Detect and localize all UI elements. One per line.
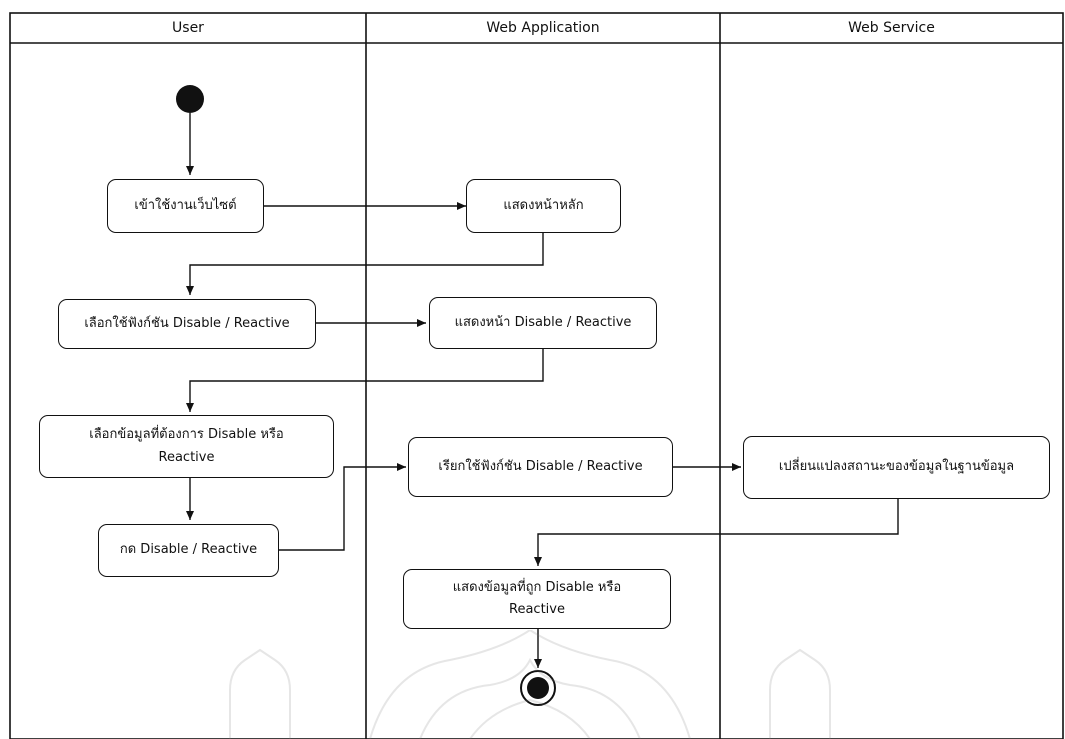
activity-change-status: เปลี่ยนแปลงสถานะของข้อมูลในฐานข้อมูล — [743, 436, 1050, 499]
activity-choose-function-label: เลือกใช้ฟังก์ชัน Disable / Reactive — [84, 315, 290, 331]
swimlane-frame — [9, 12, 1064, 739]
lane-header-web-service: Web Service — [848, 20, 935, 36]
activity-choose-function: เลือกใช้ฟังก์ชัน Disable / Reactive — [58, 299, 316, 349]
activity-show-result-label-2: Reactive — [509, 602, 565, 617]
activity-select-data: เลือกข้อมูลที่ต้องการ Disable หรือ React… — [39, 415, 334, 478]
activity-call-function: เรียกใช้ฟังก์ชัน Disable / Reactive — [408, 437, 673, 497]
activity-press-button: กด Disable / Reactive — [98, 524, 279, 577]
activity-show-page: แสดงหน้า Disable / Reactive — [429, 297, 657, 349]
flow-home-to-choose — [186, 233, 544, 295]
lane-header-user: User — [172, 20, 204, 36]
flow-showpage-to-select — [186, 349, 544, 412]
final-node — [527, 677, 549, 699]
activity-show-home: แสดงหน้าหลัก — [466, 179, 621, 233]
activity-show-page-label: แสดงหน้า Disable / Reactive — [454, 314, 632, 330]
watermark-emblem — [229, 630, 831, 739]
activity-press-button-label: กด Disable / Reactive — [119, 542, 258, 558]
activity-enter-website: เข้าใช้งานเว็บไซต์ — [107, 179, 264, 233]
activity-call-function-label: เรียกใช้ฟังก์ชัน Disable / Reactive — [438, 458, 643, 474]
flow-press-to-call — [279, 463, 406, 551]
activity-select-data-label-1: เลือกข้อมูลที่ต้องการ Disable หรือ — [89, 427, 284, 443]
initial-node — [176, 85, 204, 113]
activity-show-result: แสดงข้อมูลที่ถูก Disable หรือ Reactive — [403, 569, 671, 629]
activity-change-status-label: เปลี่ยนแปลงสถานะของข้อมูลในฐานข้อมูล — [778, 459, 1015, 475]
flow-change-to-show — [534, 499, 899, 566]
activity-enter-website-label: เข้าใช้งานเว็บไซต์ — [134, 197, 237, 213]
lane-header-web-application: Web Application — [486, 20, 600, 36]
activity-show-home-label: แสดงหน้าหลัก — [503, 197, 584, 213]
activity-show-result-label-1: แสดงข้อมูลที่ถูก Disable หรือ — [452, 579, 622, 595]
activity-select-data-label-2: Reactive — [158, 449, 215, 465]
